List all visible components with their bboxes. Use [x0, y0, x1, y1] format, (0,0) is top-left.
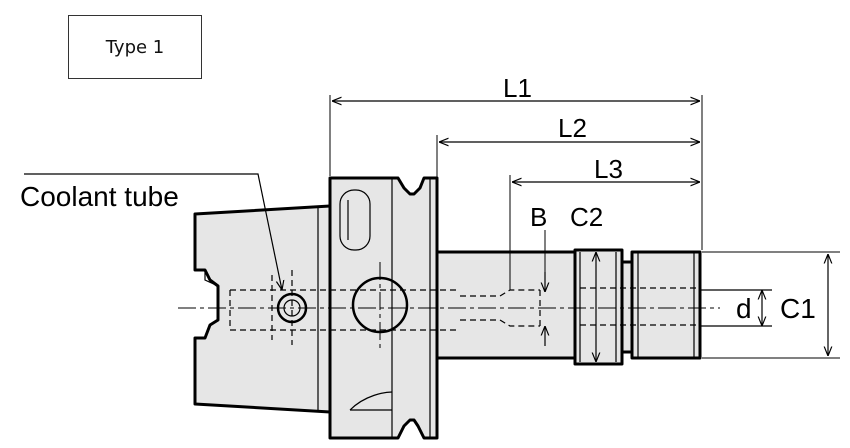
dim-label-B: B — [530, 202, 547, 232]
body-neck — [435, 250, 577, 360]
type-label: Type 1 — [105, 36, 165, 58]
dim-label-L1: L1 — [503, 73, 532, 103]
collar — [573, 248, 624, 366]
nose — [630, 250, 702, 360]
dim-label-L2: L2 — [558, 113, 587, 143]
coolant-tube-leader — [24, 173, 282, 290]
taper-shank — [193, 204, 332, 414]
holder-details — [204, 178, 695, 438]
center-line — [178, 262, 720, 352]
type-label-box: Type 1 — [68, 15, 202, 79]
dim-label-d: d — [736, 293, 752, 324]
extension-lines — [329, 95, 840, 359]
dim-label-C2: C2 — [570, 202, 603, 232]
callout-coolant-tube: Coolant tube — [20, 181, 179, 212]
dim-label-L3: L3 — [594, 154, 623, 184]
dimension-lines — [332, 101, 828, 362]
dim-label-C1: C1 — [780, 293, 816, 324]
